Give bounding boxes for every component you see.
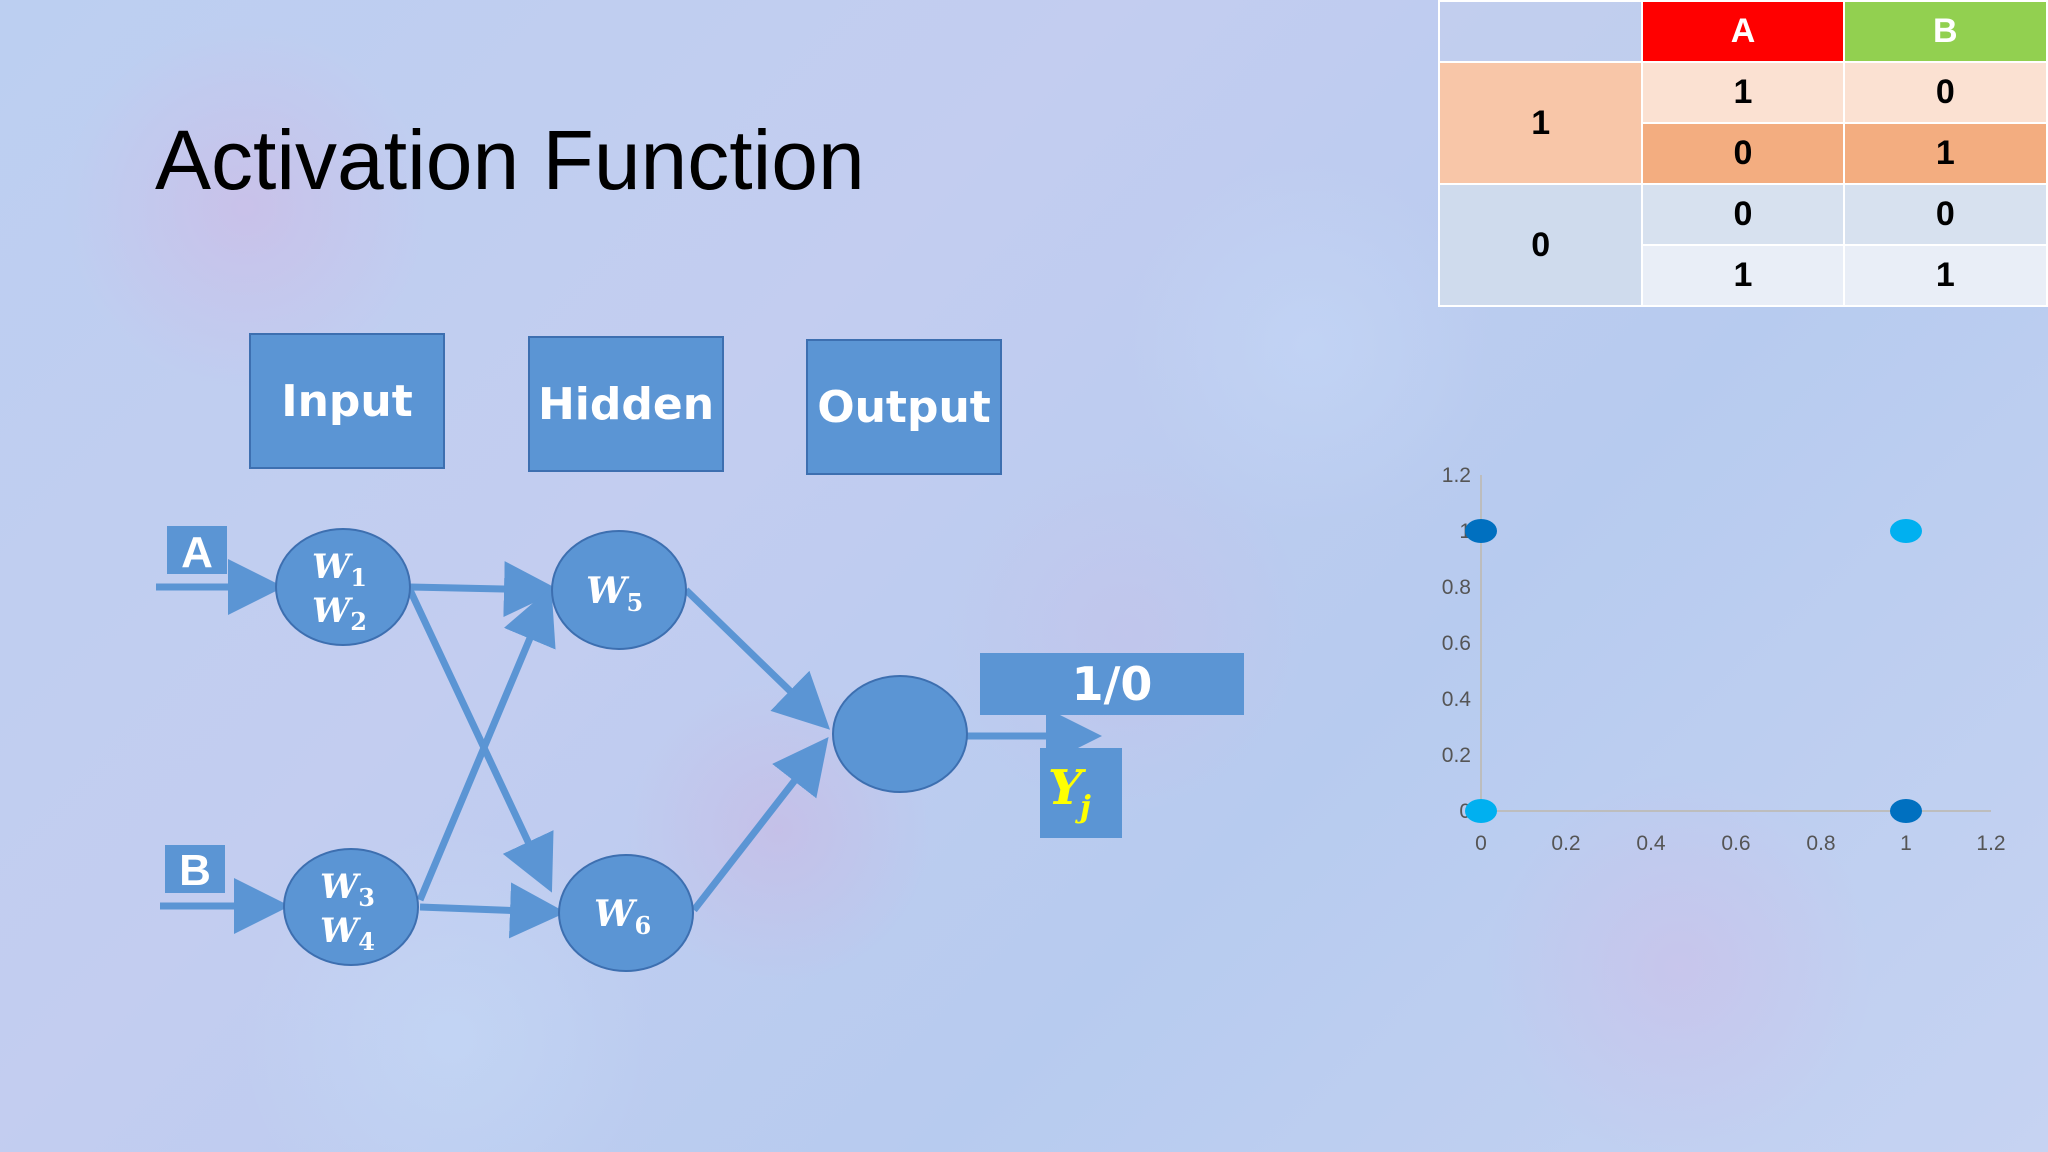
output-symbol-box — [1040, 748, 1122, 838]
x-tick-label: 1 — [1900, 832, 1912, 855]
output-layer-box: Output — [806, 339, 1002, 475]
scatter-point — [1890, 519, 1922, 543]
hidden-layer-box: Hidden — [528, 336, 724, 472]
node-w1-label: W1 — [312, 547, 367, 592]
y-tick-label: 0.8 — [1442, 576, 1471, 599]
truth-table-header-row: A B — [1437, 0, 2048, 63]
table-cell: 0 — [1842, 61, 2048, 124]
table-cell: 0 — [1641, 122, 1845, 185]
table-row: 1 1 — [1439, 244, 2048, 307]
neural-network-diagram: A B W1 W2 W3 W4 W5 W6 — [156, 526, 1102, 972]
table-row: 0 0 0 — [1437, 183, 2048, 307]
y-tick-label: 0.6 — [1442, 632, 1471, 655]
header-empty-cell — [1437, 0, 1644, 63]
node-w3-w4 — [283, 848, 419, 966]
node-w6-label: W6 — [594, 893, 651, 940]
y-tick-label: 1.2 — [1442, 464, 1471, 487]
truth-table: A B 1 1 0 0 1 0 0 0 1 1 — [1437, 0, 2048, 307]
scatter-point — [1465, 799, 1497, 823]
x-tick-label: 0.4 — [1636, 832, 1666, 855]
x-tick-label: 0.8 — [1806, 832, 1835, 855]
table-row: 1 1 0 — [1437, 61, 2048, 185]
scatter-chart: 00.20.40.60.811.200.20.40.60.811.2 — [1442, 464, 2006, 855]
arrow-n1-to-n6 — [406, 588, 554, 893]
table-cell: 0 — [1842, 183, 2048, 246]
node-w1-w2 — [275, 528, 411, 646]
table-cell: 1 — [1842, 122, 2048, 185]
x-tick-label: 1.2 — [1976, 832, 2005, 855]
arrow-n1-to-n5 — [409, 561, 560, 618]
chart-points — [1465, 519, 1922, 823]
node-w4-label: W4 — [320, 911, 375, 956]
input-a-label: A — [181, 528, 213, 577]
chart-tick-labels: 00.20.40.60.811.200.20.40.60.811.2 — [1442, 464, 2006, 855]
slide-title: Activation Function — [155, 113, 865, 207]
node-w3-label: W3 — [320, 867, 375, 912]
x-tick-label: 0.6 — [1721, 832, 1750, 855]
input-layer-box: Input — [249, 333, 445, 469]
y-tick-label: 0.4 — [1442, 688, 1472, 711]
scatter-point — [1465, 519, 1497, 543]
input-b-label: B — [179, 846, 211, 895]
output-node — [832, 675, 968, 793]
arrow-n5-to-out — [683, 587, 831, 730]
header-a: A — [1641, 0, 1845, 63]
header-b: B — [1842, 0, 2048, 63]
group-key-0: 0 — [1437, 183, 1644, 307]
arrow-n2-to-n6 — [419, 882, 566, 939]
table-cell: 0 — [1641, 183, 1845, 246]
node-w6 — [558, 854, 694, 972]
group-key-1: 1 — [1437, 61, 1644, 185]
y-tick-label: 0.2 — [1442, 744, 1471, 767]
table-cell: 1 — [1641, 61, 1845, 124]
output-symbol-subscript: j — [1080, 790, 1091, 825]
input-b-box — [165, 845, 225, 893]
table-row: 0 1 — [1439, 122, 2048, 185]
scatter-point — [1890, 799, 1922, 823]
table-cell: 1 — [1842, 244, 2048, 307]
node-w5-label: W5 — [586, 570, 643, 617]
arrow-n6-to-out — [691, 736, 829, 913]
input-a-box — [167, 526, 227, 574]
x-tick-label: 0 — [1475, 832, 1487, 855]
arrow-n2-to-n5 — [416, 587, 556, 902]
connection-arrows — [156, 559, 1102, 939]
x-tick-label: 0.2 — [1551, 832, 1580, 855]
table-cell: 1 — [1641, 244, 1845, 307]
node-w2-label: W2 — [312, 591, 367, 636]
output-value-box: 1/0 — [980, 653, 1244, 715]
node-w5 — [551, 530, 687, 650]
output-symbol: Y — [1048, 760, 1083, 816]
